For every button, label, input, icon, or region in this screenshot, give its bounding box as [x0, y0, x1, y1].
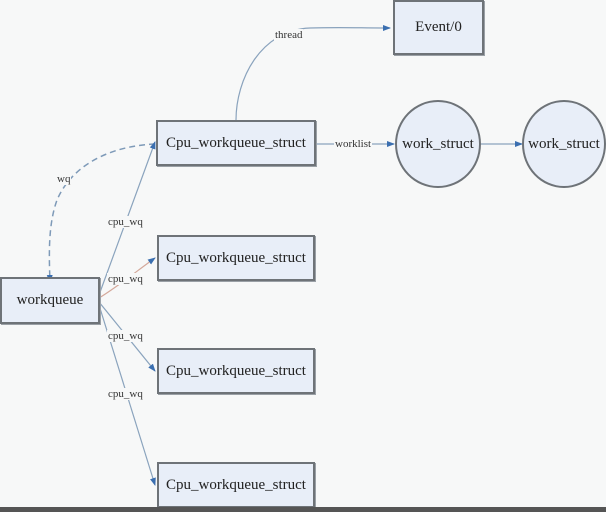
node-cpu-workqueue-struct-1: Cpu_workqueue_struct: [156, 120, 316, 166]
edge-label-thread: thread: [274, 29, 304, 41]
edge-thread: [235, 24, 391, 121]
edge-label-cpu-wq-3: cpu_wq: [107, 330, 144, 342]
node-cpu-workqueue-struct-4: Cpu_workqueue_struct: [157, 462, 315, 508]
node-cpu-workqueue-struct-2: Cpu_workqueue_struct: [157, 235, 315, 281]
edge-label-wq: wq: [56, 173, 72, 185]
node-label: work_struct: [402, 135, 474, 152]
edge-label-cpu-wq-1: cpu_wq: [107, 216, 144, 228]
node-label: Cpu_workqueue_struct: [166, 476, 306, 493]
node-label: Cpu_workqueue_struct: [166, 249, 306, 266]
node-label: work_struct: [528, 135, 600, 152]
edge-label-cpu-wq-4: cpu_wq: [107, 388, 144, 400]
edge-label-cpu-wq-2: cpu_wq: [107, 273, 144, 285]
node-label: workqueue: [16, 292, 84, 308]
bottom-border: [0, 507, 606, 512]
node-work-struct-1: work_struct: [395, 100, 481, 188]
edge-label-worklist: worklist: [334, 138, 373, 150]
node-work-struct-2: work_struct: [522, 100, 606, 188]
node-workqueue: workqueue: [0, 277, 100, 324]
edge-wq: [46, 143, 156, 283]
node-event0: Event/0: [393, 0, 484, 55]
node-label: Cpu_workqueue_struct: [166, 362, 306, 379]
node-cpu-workqueue-struct-3: Cpu_workqueue_struct: [157, 348, 315, 394]
node-label: Cpu_workqueue_struct: [166, 134, 306, 151]
node-label: Event/0: [415, 19, 462, 35]
